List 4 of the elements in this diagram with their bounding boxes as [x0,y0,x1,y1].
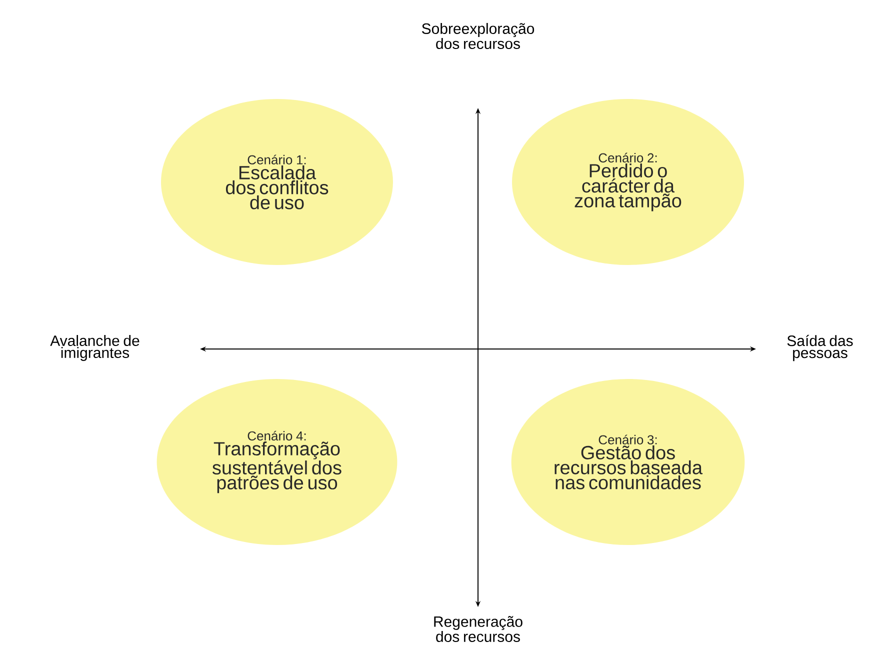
axis-label: Avalanche de imigrantes [50,335,140,361]
axis-label: Sobreexploração dos recursos [422,22,534,50]
axis-label: Saída das pessoas [787,334,853,362]
axis-label: Regeneração dos recursos [434,616,522,642]
